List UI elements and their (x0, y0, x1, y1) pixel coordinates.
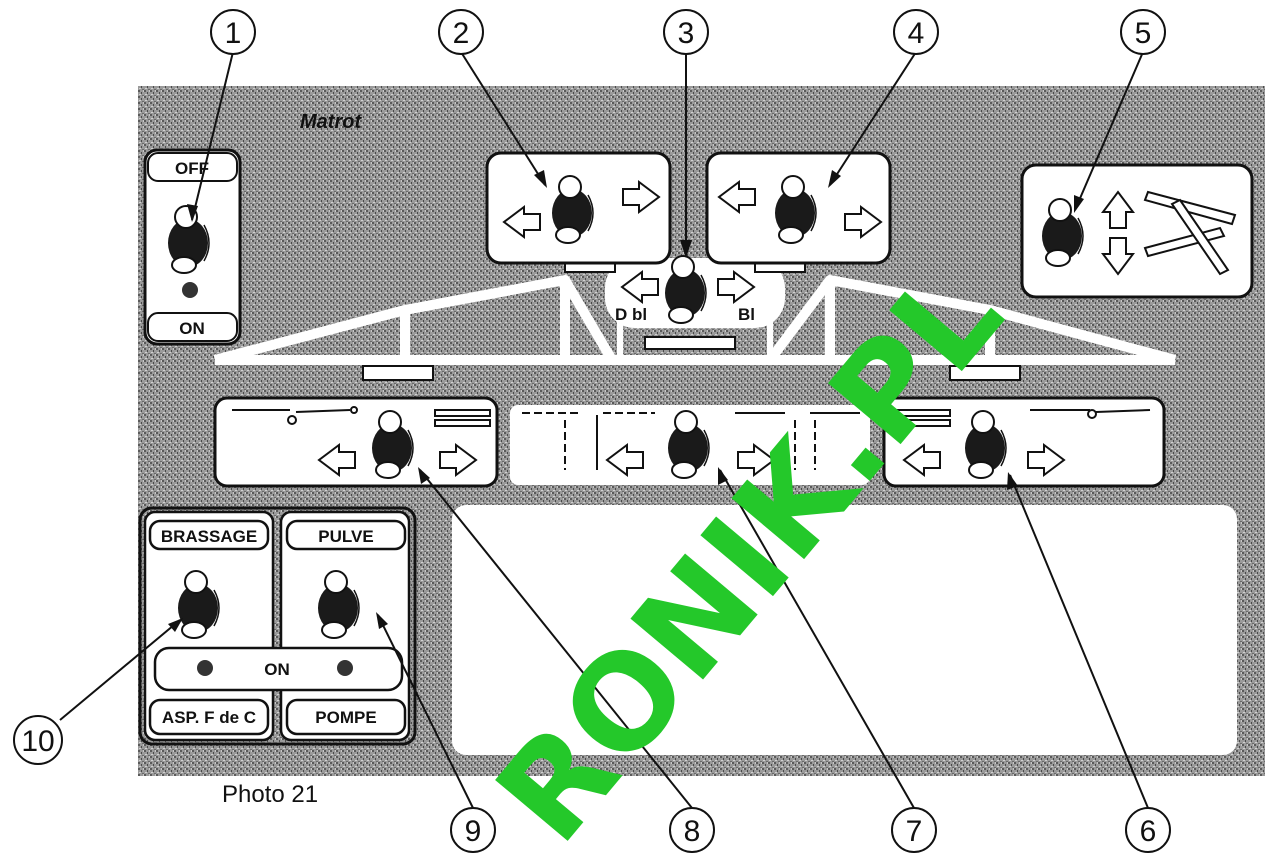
indicator-light-right (337, 660, 353, 676)
callout-2: 2 (439, 10, 483, 54)
svg-text:2: 2 (453, 17, 470, 50)
on-label-left: ON (179, 319, 205, 338)
svg-text:8: 8 (684, 815, 701, 848)
bl-label: Bl (738, 305, 755, 324)
callout-1: 1 (211, 10, 255, 54)
callout-5: 5 (1121, 10, 1165, 54)
callout-6: 6 (1126, 808, 1170, 852)
brassage-label: BRASSAGE (161, 527, 257, 546)
svg-text:6: 6 (1140, 815, 1157, 848)
pulve-label: PULVE (318, 527, 373, 546)
asp-label: ASP. F de C (162, 708, 256, 727)
callout-7: 7 (892, 808, 936, 852)
pompe-label: POMPE (315, 708, 376, 727)
callout-4: 4 (894, 10, 938, 54)
height-control[interactable] (1022, 165, 1252, 297)
left-fold-control[interactable] (487, 153, 670, 263)
svg-text:7: 7 (906, 815, 923, 848)
left-section-control[interactable] (215, 398, 497, 486)
photo-caption: Photo 21 (222, 781, 318, 808)
callout-9: 9 (451, 808, 495, 852)
svg-text:4: 4 (908, 17, 925, 50)
brand-logo: Matrot (300, 111, 362, 133)
dbl-label: D bl (615, 305, 647, 324)
indicator-light-left (197, 660, 213, 676)
svg-text:10: 10 (21, 725, 54, 758)
callout-3: 3 (664, 10, 708, 54)
svg-text:1: 1 (225, 17, 242, 50)
callout-8: 8 (670, 808, 714, 852)
svg-text:3: 3 (678, 17, 695, 50)
on-label-center: ON (264, 660, 290, 679)
right-fold-control[interactable] (707, 153, 890, 263)
power-indicator-light (182, 282, 198, 298)
svg-text:9: 9 (465, 815, 482, 848)
main-power-switch[interactable]: OFF ON (145, 150, 240, 344)
svg-text:5: 5 (1135, 17, 1152, 50)
callout-10: 10 (14, 716, 62, 764)
